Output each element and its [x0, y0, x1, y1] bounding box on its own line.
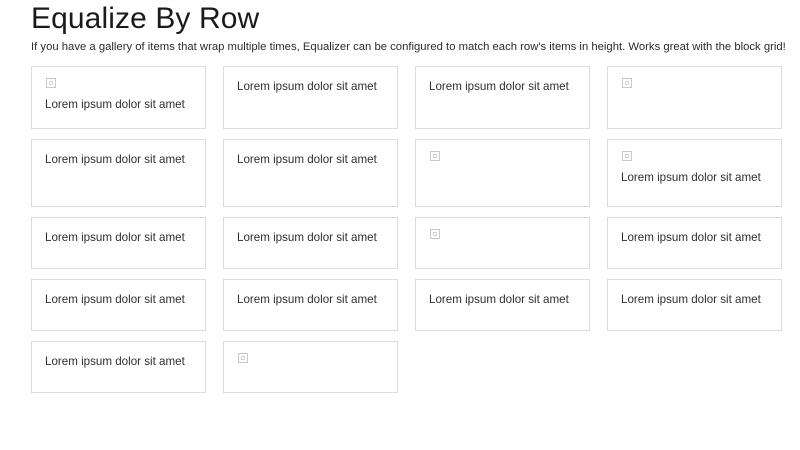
- broken-image-placeholder-icon: [622, 151, 632, 161]
- grid-card[interactable]: [607, 66, 782, 129]
- grid-card-text: Lorem ipsum dolor sit amet: [621, 171, 761, 184]
- broken-image-placeholder-icon: [46, 78, 56, 88]
- grid-card[interactable]: Lorem ipsum dolor sit amet: [607, 139, 782, 207]
- grid-card[interactable]: Lorem ipsum dolor sit amet: [415, 279, 590, 331]
- grid-card[interactable]: Lorem ipsum dolor sit amet: [31, 217, 206, 269]
- grid-card[interactable]: Lorem ipsum dolor sit amet: [223, 139, 398, 207]
- page-intro-text: If you have a gallery of items that wrap…: [31, 41, 786, 53]
- grid-row: Lorem ipsum dolor sit amet: [31, 341, 769, 393]
- grid-card[interactable]: Lorem ipsum dolor sit amet: [31, 341, 206, 393]
- grid-card-text: Lorem ipsum dolor sit amet: [45, 153, 185, 166]
- broken-image-placeholder-icon: [622, 78, 632, 88]
- grid-card[interactable]: Lorem ipsum dolor sit amet: [223, 217, 398, 269]
- grid-card[interactable]: Lorem ipsum dolor sit amet: [31, 279, 206, 331]
- grid-row: Lorem ipsum dolor sit amet Lorem ipsum do…: [31, 217, 782, 269]
- grid-card-text: Lorem ipsum dolor sit amet: [237, 231, 377, 244]
- broken-image-placeholder-icon: [430, 151, 440, 161]
- grid-card-text: Lorem ipsum dolor sit amet: [237, 293, 377, 306]
- grid-card-text: Lorem ipsum dolor sit amet: [621, 293, 761, 306]
- grid-card-text: Lorem ipsum dolor sit amet: [429, 80, 569, 93]
- broken-image-placeholder-icon: [238, 353, 248, 363]
- grid-card[interactable]: Lorem ipsum dolor sit amet: [31, 66, 206, 129]
- grid-card[interactable]: Lorem ipsum dolor sit amet: [223, 279, 398, 331]
- grid-card[interactable]: Lorem ipsum dolor sit amet: [223, 66, 398, 129]
- grid-card[interactable]: [223, 341, 398, 393]
- grid-card[interactable]: Lorem ipsum dolor sit amet: [607, 279, 782, 331]
- grid-card-text: Lorem ipsum dolor sit amet: [45, 293, 185, 306]
- grid-card-text: Lorem ipsum dolor sit amet: [45, 98, 185, 111]
- grid-card[interactable]: Lorem ipsum dolor sit amet: [31, 139, 206, 207]
- grid-card[interactable]: [415, 139, 590, 207]
- broken-image-placeholder-icon: [430, 229, 440, 239]
- grid-card[interactable]: Lorem ipsum dolor sit amet: [607, 217, 782, 269]
- grid-card-text: Lorem ipsum dolor sit amet: [237, 153, 377, 166]
- grid-row: Lorem ipsum dolor sit amet Lorem ipsum do…: [31, 279, 782, 331]
- page-title: Equalize By Row: [31, 2, 260, 35]
- grid-card-text: Lorem ipsum dolor sit amet: [621, 231, 761, 244]
- grid-card-text: Lorem ipsum dolor sit amet: [237, 80, 377, 93]
- grid-card[interactable]: Lorem ipsum dolor sit amet: [415, 66, 590, 129]
- grid-card-text: Lorem ipsum dolor sit amet: [45, 231, 185, 244]
- grid-card-text: Lorem ipsum dolor sit amet: [45, 355, 185, 368]
- grid-card-text: Lorem ipsum dolor sit amet: [429, 293, 569, 306]
- grid-card[interactable]: [415, 217, 590, 269]
